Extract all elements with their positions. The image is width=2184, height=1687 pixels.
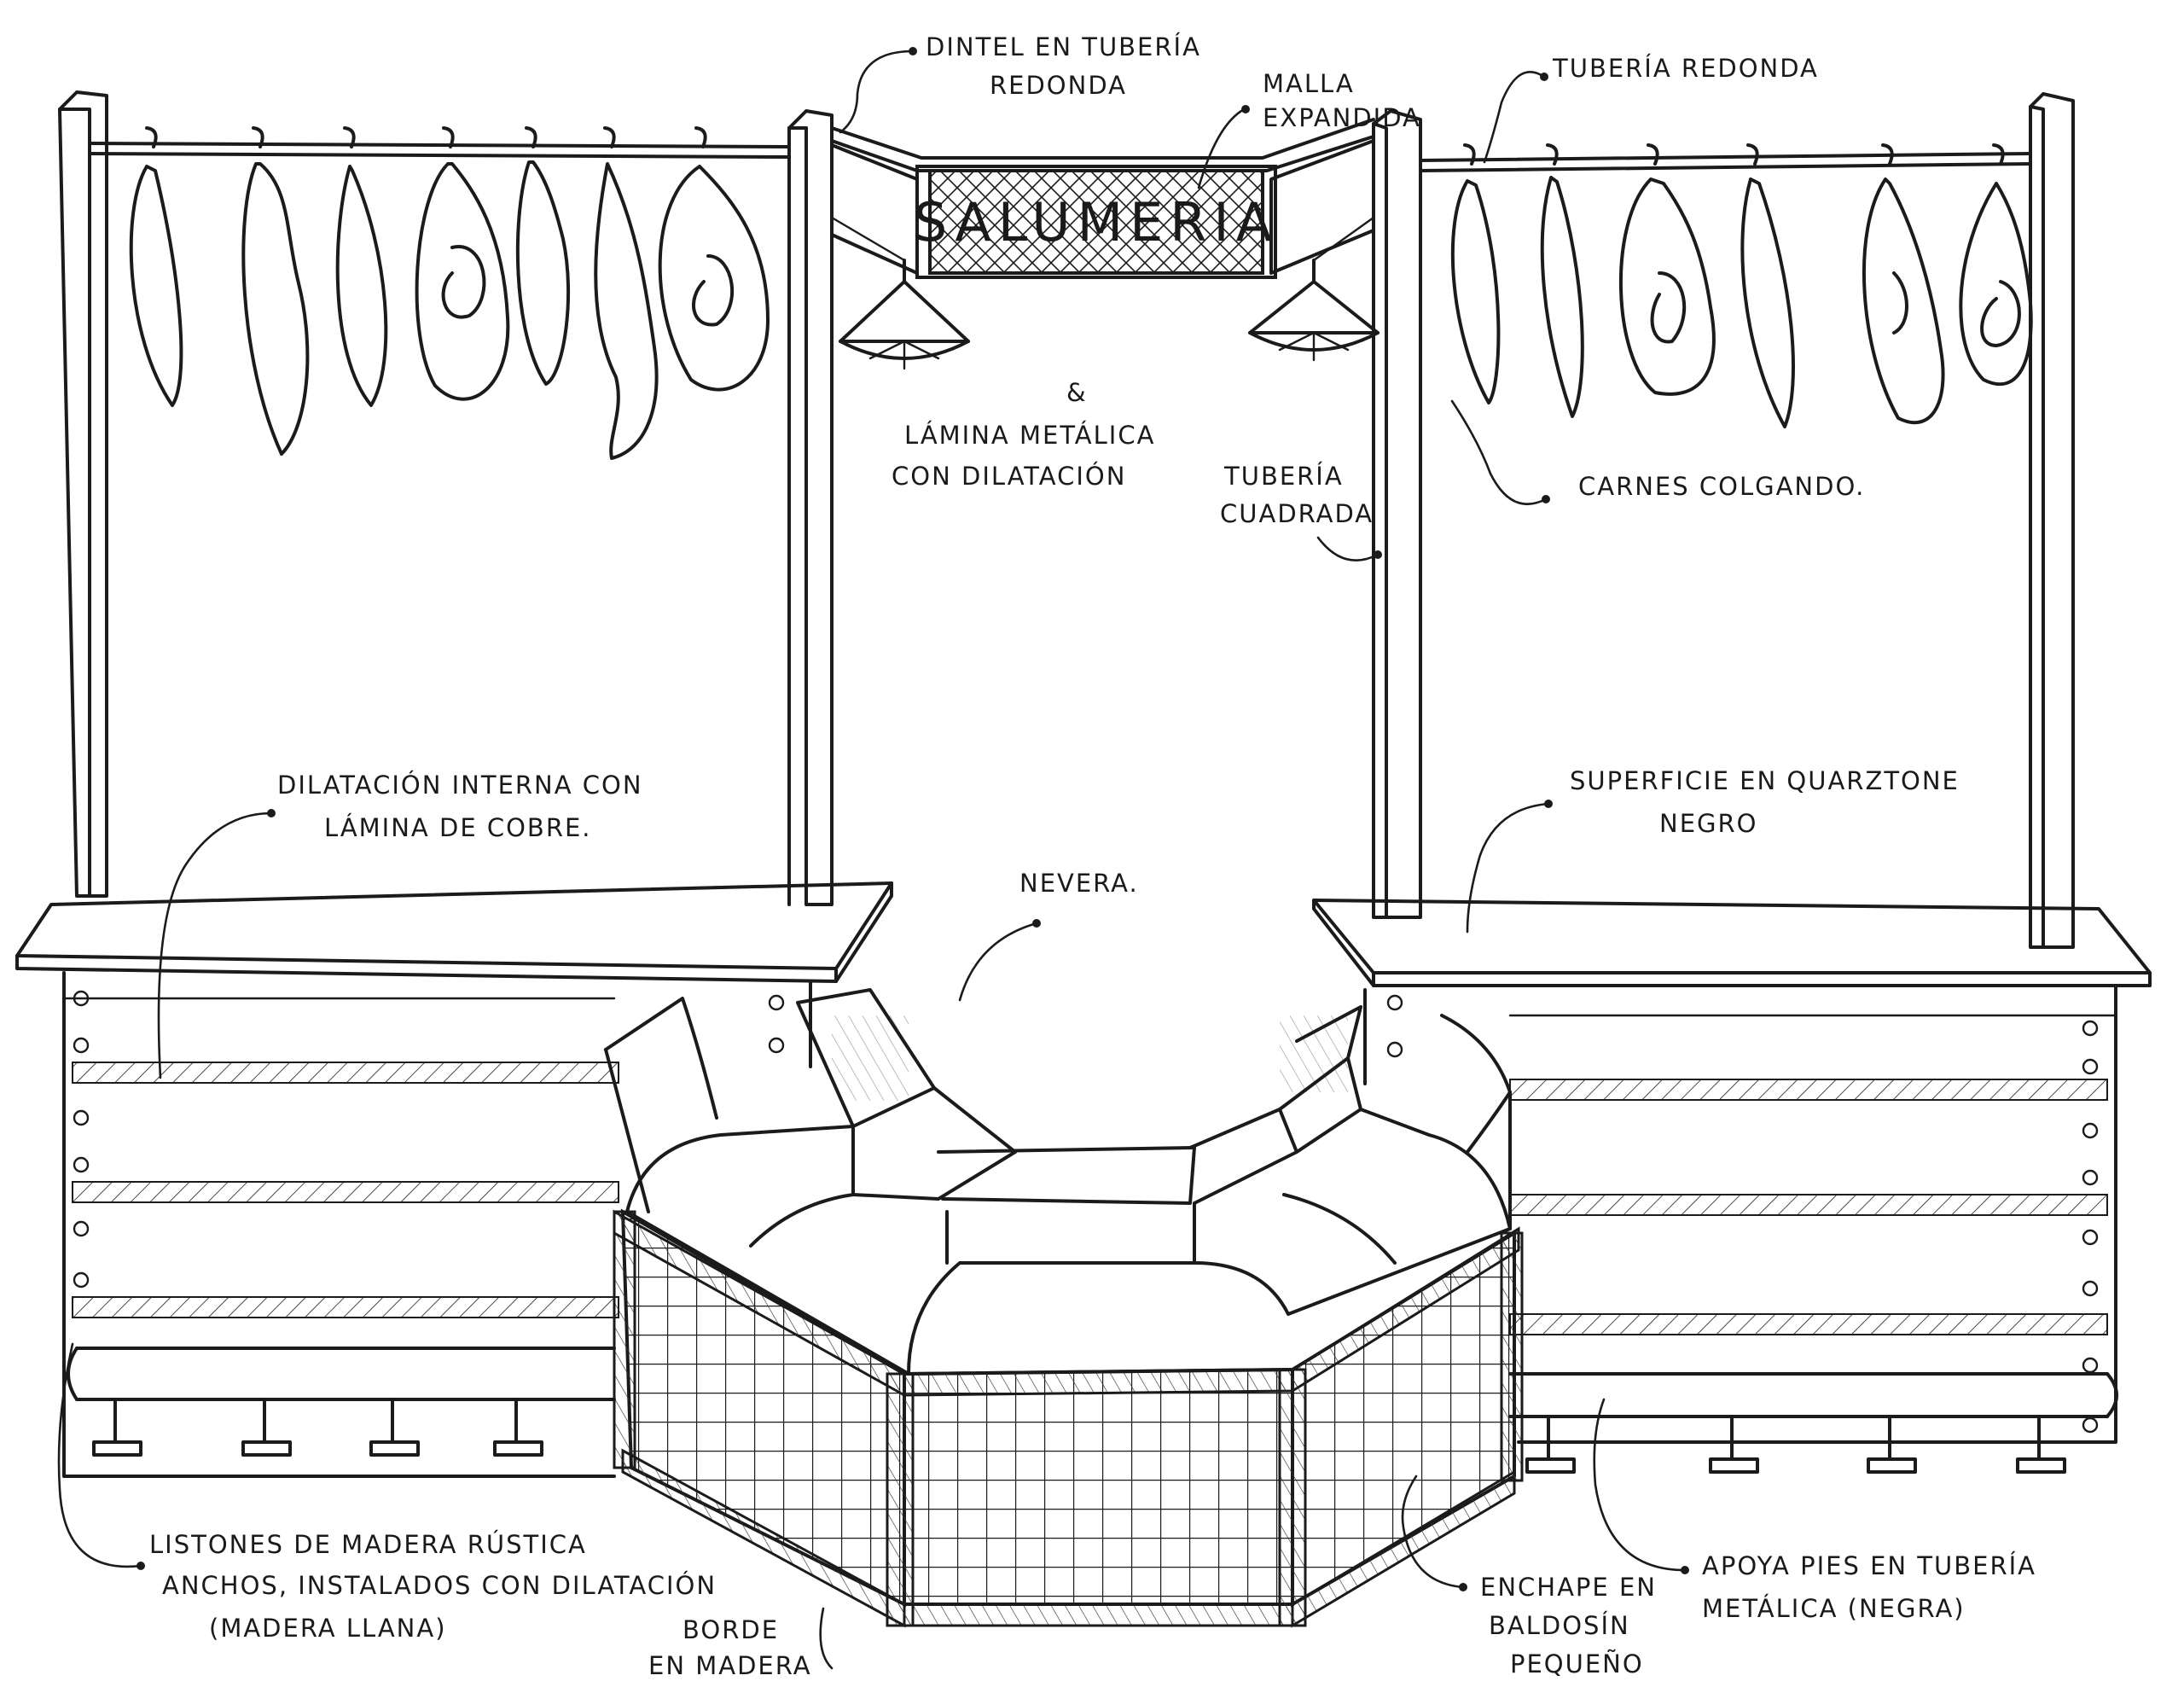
label-tuberia-cuadrada-2: CUADRADA xyxy=(1220,499,1374,528)
salumeria-sign: SALUMERIA xyxy=(914,165,1279,279)
annotation-carnes: CARNES COLGANDO. xyxy=(1578,472,1865,501)
left-hanging-meats xyxy=(129,126,770,460)
label-lamina-3: CON DILATACIÓN xyxy=(892,462,1126,491)
label-superficie-2: NEGRO xyxy=(1659,809,1757,838)
label-dintel-2: REDONDA xyxy=(990,71,1127,100)
label-tuberia-cuadrada-1: TUBERÍA xyxy=(1223,462,1344,491)
right-hanging-meats xyxy=(1450,143,2033,428)
annotation-tuberia-cuadrada: TUBERÍA CUADRADA xyxy=(1220,462,1374,528)
annotation-listones: LISTONES DE MADERA RÚSTICA ANCHOS, INSTA… xyxy=(149,1530,717,1643)
label-listones-3: (MADERA LLANA) xyxy=(209,1614,447,1643)
right-hanging-pipe xyxy=(1419,152,2032,172)
annotation-malla: MALLA EXPANDIDA xyxy=(1263,69,1421,132)
left-stand xyxy=(15,90,893,1478)
left-pendant-lamp xyxy=(839,259,970,370)
label-carnes: CARNES COLGANDO. xyxy=(1578,472,1865,501)
right-inner-post xyxy=(1372,109,1422,919)
label-dilatacion-1: DILATACIÓN INTERNA CON xyxy=(277,771,643,800)
label-lamina-2: LÁMINA METÁLICA xyxy=(904,421,1155,450)
label-superficie-1: SUPERFICIE EN QUARZTONE xyxy=(1570,766,1960,795)
label-nevera: NEVERA. xyxy=(1019,869,1139,898)
label-listones-1: LISTONES DE MADERA RÚSTICA xyxy=(149,1530,587,1559)
annotation-apoya: APOYA PIES EN TUBERÍA METÁLICA (NEGRA) xyxy=(1702,1551,2036,1623)
annotation-superficie: SUPERFICIE EN QUARZTONE NEGRO xyxy=(1570,766,1960,838)
label-enchape-1: ENCHAPE EN xyxy=(1480,1573,1657,1602)
left-hanging-pipe xyxy=(88,142,791,159)
annotation-lamina-metalica: & LÁMINA METÁLICA CON DILATACIÓN xyxy=(892,378,1155,491)
label-malla-2: EXPANDIDA xyxy=(1263,103,1421,132)
right-pendant-lamp xyxy=(1248,259,1380,362)
annotation-dilatacion: DILATACIÓN INTERNA CON LÁMINA DE COBRE. xyxy=(277,771,643,842)
label-listones-2: ANCHOS, INSTALADOS CON DILATACIÓN xyxy=(162,1571,717,1600)
left-outer-post xyxy=(58,90,108,898)
right-counter-top xyxy=(1312,899,2152,987)
annotation-nevera: NEVERA. xyxy=(1019,869,1139,898)
sign-text: SALUMERIA xyxy=(914,191,1279,253)
central-counter xyxy=(604,988,1524,1628)
label-dilatacion-2: LÁMINA DE COBRE. xyxy=(324,813,592,842)
left-counter-top xyxy=(15,881,893,983)
label-lamina-1: & xyxy=(1066,378,1088,407)
label-enchape-3: PEQUEÑO xyxy=(1510,1649,1644,1678)
annotation-borde: BORDE EN MADERA xyxy=(648,1615,812,1680)
label-apoya-2: METÁLICA (NEGRA) xyxy=(1702,1594,1966,1623)
label-borde-2: EN MADERA xyxy=(648,1651,812,1680)
label-enchape-2: BALDOSÍN xyxy=(1489,1611,1630,1640)
left-inner-post xyxy=(787,109,834,906)
right-front-panel xyxy=(1363,984,2118,1474)
label-apoya-1: APOYA PIES EN TUBERÍA xyxy=(1702,1551,2036,1580)
label-dintel-1: DINTEL EN TUBERÍA xyxy=(926,32,1201,61)
left-front-panel xyxy=(62,971,812,1478)
label-borde-1: BORDE xyxy=(682,1615,779,1644)
leader-lines xyxy=(57,47,1689,1670)
annotation-enchape: ENCHAPE EN BALDOSÍN PEQUEÑO xyxy=(1480,1573,1657,1678)
right-stand xyxy=(1312,92,2152,1474)
annotation-tuberia-redonda: TUBERÍA REDONDA xyxy=(1552,54,1819,83)
label-malla-1: MALLA xyxy=(1263,69,1355,98)
right-outer-post xyxy=(2029,92,2075,949)
label-tuberia-redonda: TUBERÍA REDONDA xyxy=(1552,54,1819,83)
annotation-dintel: DINTEL EN TUBERÍA REDONDA xyxy=(926,32,1201,100)
